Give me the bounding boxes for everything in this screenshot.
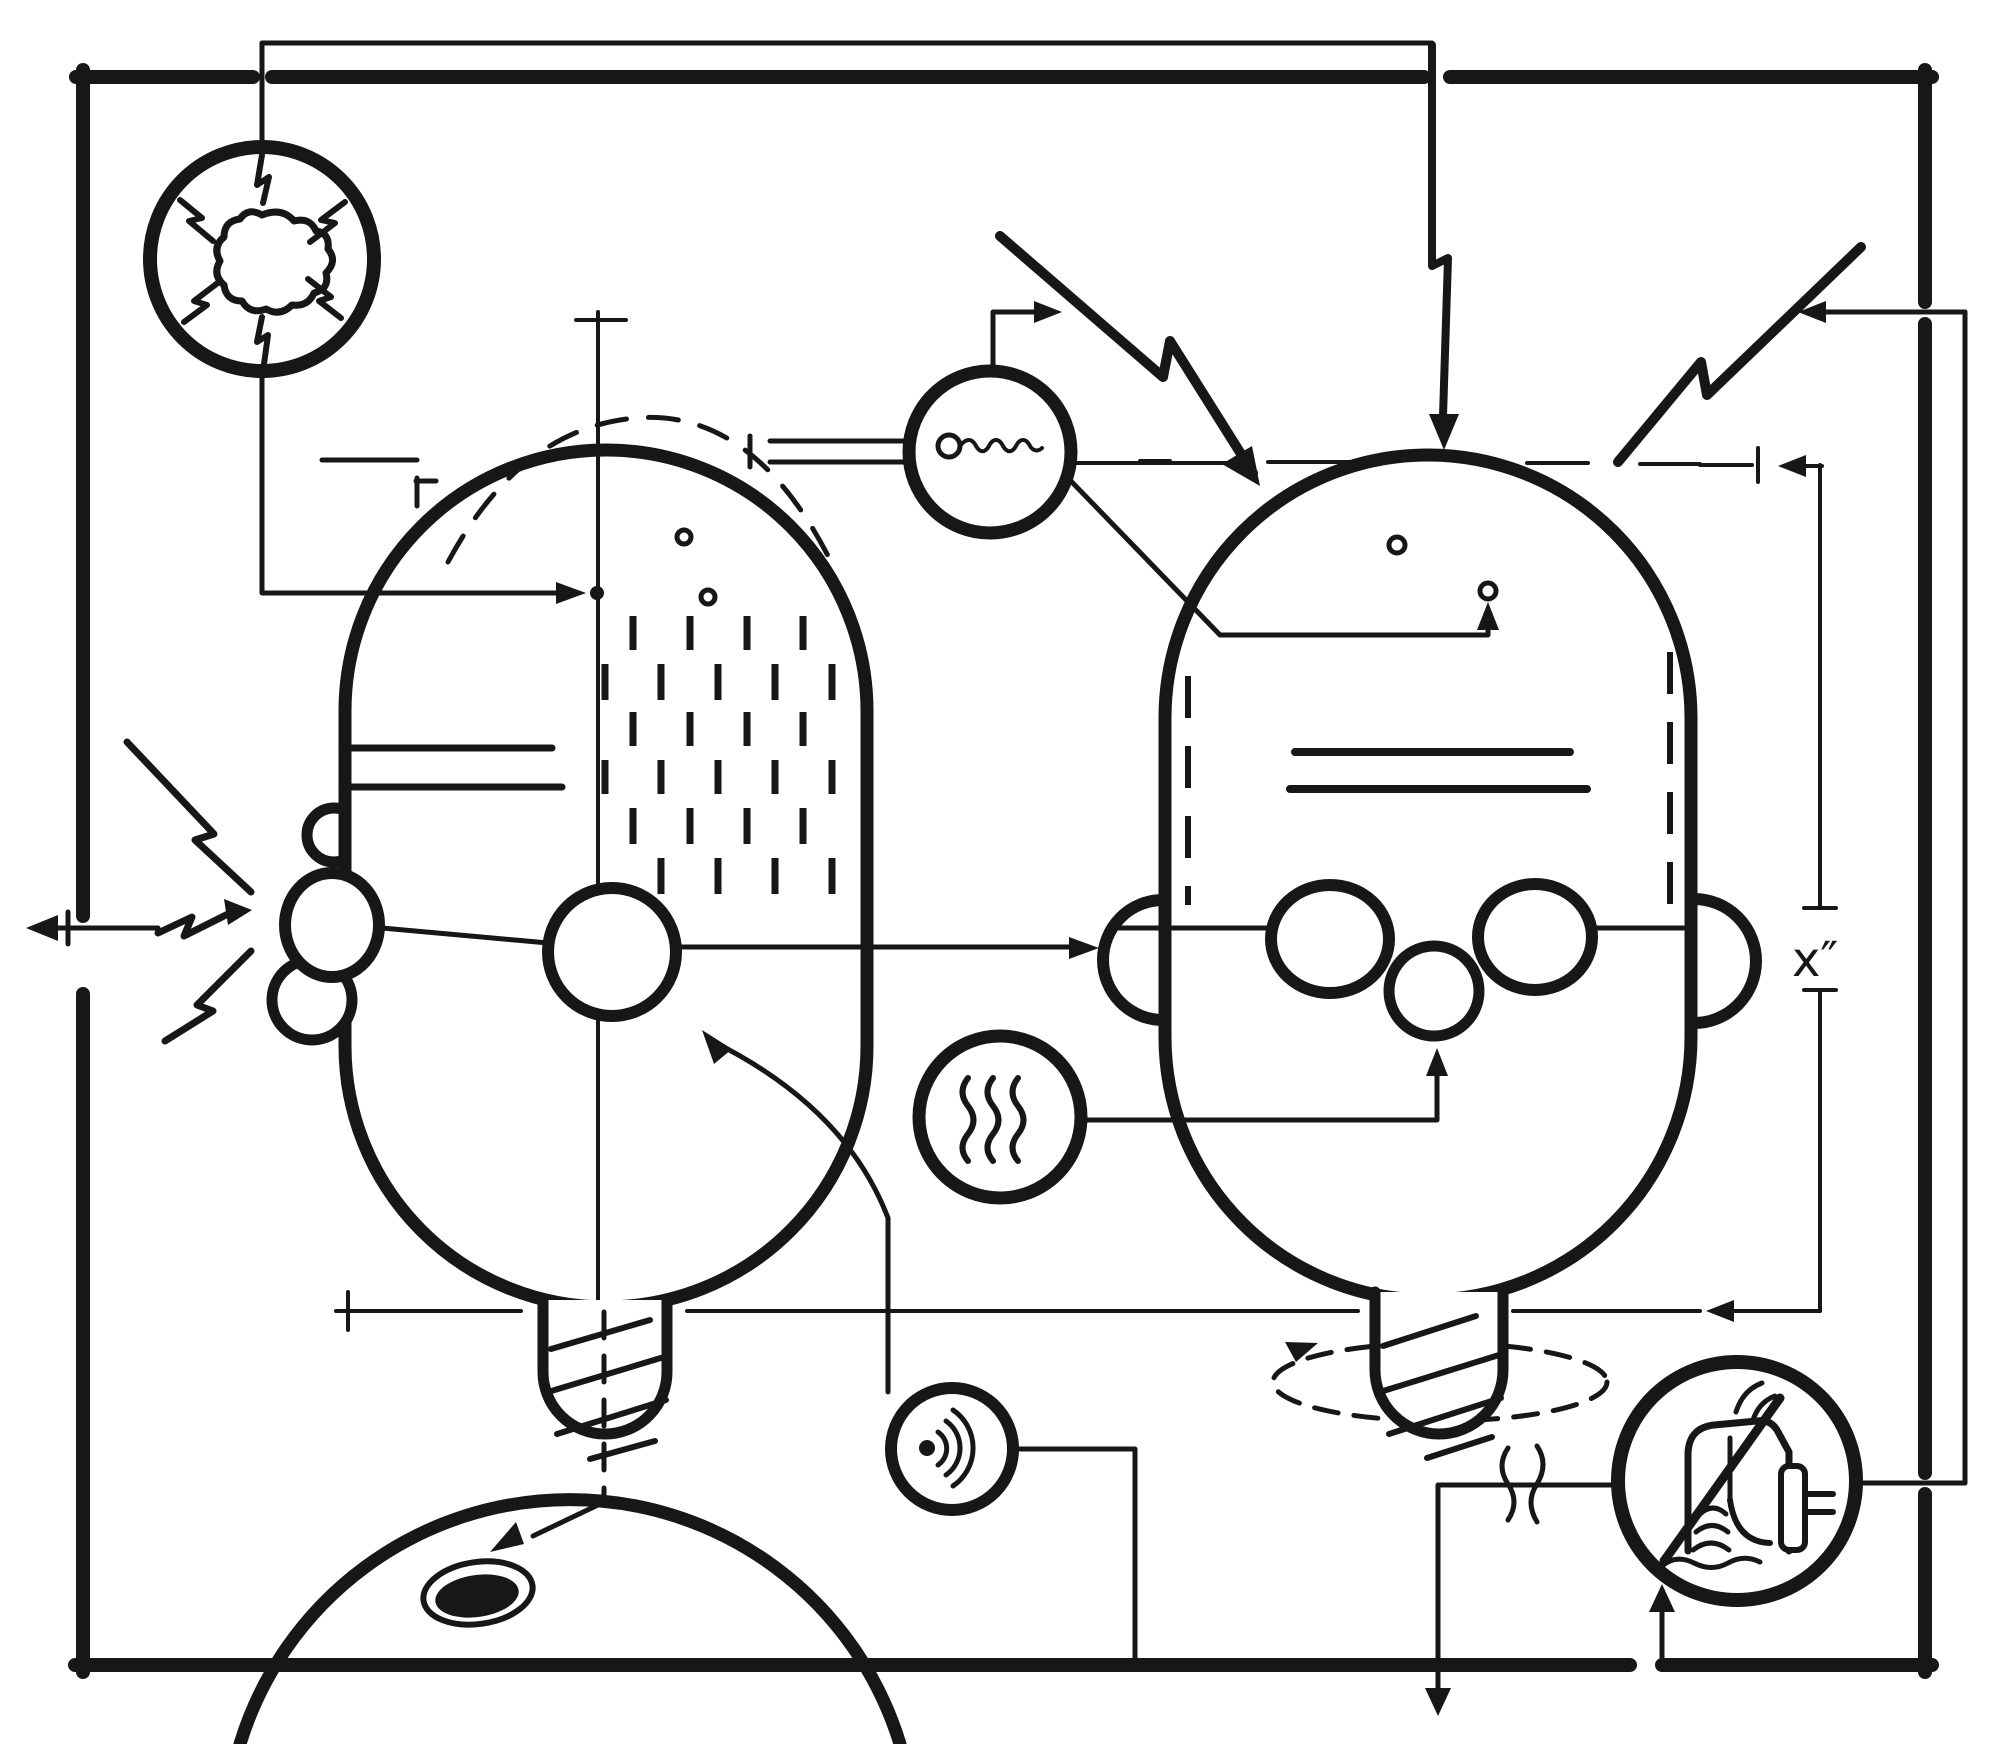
left-head-outline xyxy=(338,443,874,1314)
left-head xyxy=(266,443,874,1314)
heat-waves-icon xyxy=(912,1029,1088,1205)
dimension-arrow xyxy=(1706,1300,1734,1322)
callout-connectors xyxy=(26,301,1675,1716)
eye xyxy=(1265,879,1395,999)
right-head-outline xyxy=(1158,448,1698,1307)
cheek-lines xyxy=(342,744,566,791)
freckle xyxy=(1386,534,1408,556)
radio-waves-icon xyxy=(885,1382,1019,1516)
hair-lines xyxy=(1286,748,1591,793)
stubble-dashes xyxy=(601,616,836,894)
bolt-top-center-arrow xyxy=(1222,446,1260,486)
freckle xyxy=(674,527,694,547)
freckle-arrow xyxy=(1477,602,1499,630)
tap-prongs xyxy=(1802,1491,1836,1515)
left-plug xyxy=(490,1294,673,1552)
no-drip-tap-icon xyxy=(1611,1355,1863,1607)
bolt-top-center xyxy=(995,231,1258,478)
rotation-arrow xyxy=(1285,1342,1318,1362)
head-callout-arrow xyxy=(702,1030,732,1064)
no-slash xyxy=(1659,1393,1785,1566)
trail-head xyxy=(935,432,963,460)
freckle xyxy=(1477,580,1499,602)
dimension-ticks xyxy=(1802,906,1838,992)
bolt-mid xyxy=(154,909,234,940)
cloud-blob xyxy=(213,208,336,316)
outer-routing-lines xyxy=(259,40,1968,1486)
lightning-bolts xyxy=(995,41,1866,486)
bolt-lower xyxy=(161,947,255,1045)
down-exit-arrow xyxy=(1425,1688,1451,1716)
up-into-tap-arrow xyxy=(1649,1584,1675,1612)
planet-arc xyxy=(233,1493,907,1744)
motion-arcs xyxy=(1733,1380,1778,1423)
arrow-to-top-bolt xyxy=(1798,301,1826,323)
bolt-mid-arrow xyxy=(224,899,252,925)
apex-line-arrow xyxy=(1778,455,1806,477)
plug-hatching xyxy=(1377,1313,1504,1461)
eye xyxy=(1472,878,1598,996)
right-plug xyxy=(1369,1286,1546,1525)
freckle xyxy=(698,587,718,607)
ear xyxy=(279,867,385,983)
halo-end-ticks xyxy=(413,433,753,509)
scent-trail-icon xyxy=(902,364,1078,540)
nose xyxy=(1383,940,1485,1042)
hole xyxy=(435,1574,519,1618)
left-head-features xyxy=(319,310,836,1302)
right-head xyxy=(1097,448,1762,1307)
bolt-vertical-arrow xyxy=(1429,414,1459,450)
wave-dot xyxy=(919,1440,935,1456)
burst-impact-icon xyxy=(143,140,381,378)
tap-plate xyxy=(1778,1463,1808,1553)
halo-dashed-arc xyxy=(413,414,839,575)
drop-arrow xyxy=(490,1522,524,1552)
sideburn-dashes xyxy=(1185,652,1673,905)
right-head-features xyxy=(1107,534,1691,1042)
bolt-top-right xyxy=(1613,242,1866,467)
water-wave xyxy=(1659,1555,1763,1570)
left-exit-arrow xyxy=(26,915,58,941)
frame-border xyxy=(68,63,1939,1679)
ear-nose-line xyxy=(379,925,551,946)
x-dimension: x″ xyxy=(1706,463,1838,1322)
crosshair-arrow xyxy=(556,582,586,604)
bottom-dimension-line xyxy=(334,1290,1702,1332)
scent-top-arrow xyxy=(1034,301,1062,323)
spark-bolts xyxy=(177,152,348,367)
eye-line-arrow xyxy=(1069,937,1099,959)
wavy-lines xyxy=(959,1075,1027,1164)
nose xyxy=(542,882,682,1022)
x-dimension-label: x″ xyxy=(1792,932,1838,988)
crosshair-dot xyxy=(590,586,604,600)
bolt-vertical xyxy=(1428,41,1452,420)
bolt-upper xyxy=(123,738,255,896)
wave-arcs xyxy=(935,1407,976,1489)
tap-curve xyxy=(1727,1497,1773,1546)
nose-arrow xyxy=(1426,1048,1448,1076)
trail-wave xyxy=(958,438,1044,454)
tap-body xyxy=(1684,1417,1793,1555)
